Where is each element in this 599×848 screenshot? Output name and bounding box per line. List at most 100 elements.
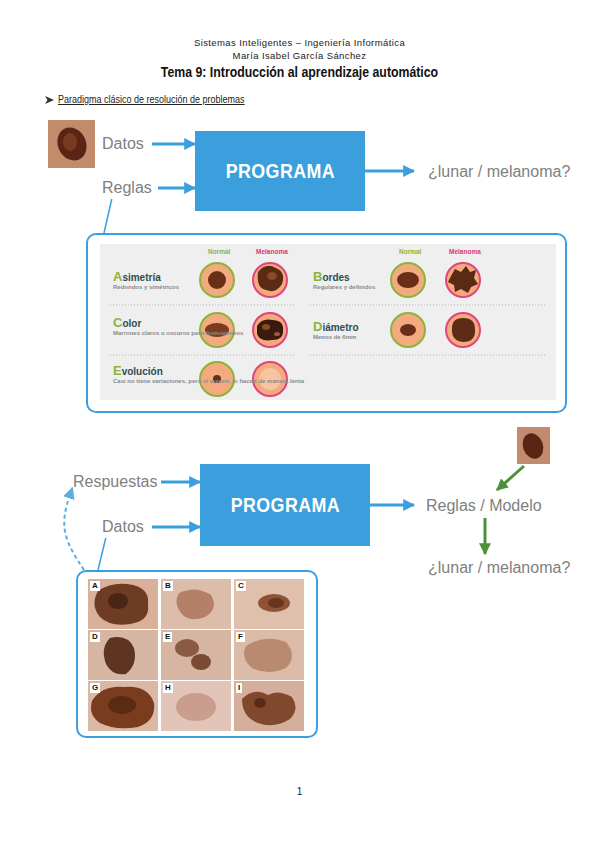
sample-circle (253, 313, 287, 347)
dermoscopy-image (161, 681, 231, 731)
page-title: Tema 9: Introducción al aprendizaje auto… (54, 63, 545, 80)
node-text: Reglas / Modelo (426, 497, 542, 515)
flow-arrow (152, 143, 195, 146)
image-tile: H (161, 681, 231, 731)
process-box: PROGRAMA (200, 464, 370, 546)
node-text: H (163, 683, 173, 693)
lesion (176, 693, 216, 721)
sample-circle (253, 362, 287, 396)
mole-spot (63, 133, 77, 151)
node-text: Normal (399, 248, 421, 255)
node-text: C (236, 581, 246, 591)
mole-spot (52, 123, 92, 166)
mole-spot (267, 272, 277, 280)
skin (88, 630, 158, 680)
mole-spot (259, 368, 281, 390)
mole-spot (448, 266, 478, 293)
mole-spot (397, 272, 419, 288)
skin (161, 579, 231, 629)
skin (234, 579, 304, 629)
node-text: Melanoma (256, 248, 288, 255)
criterion-item: ColorMarrones claros u oscuros pero homo… (113, 316, 201, 348)
node-text: Bordes (313, 270, 398, 284)
header-text: María Isabel García Sánchez (0, 50, 599, 61)
lesion (94, 584, 148, 625)
output-label: ¿lunar / melanoma? (428, 162, 578, 182)
node-text: Evolución (113, 364, 201, 378)
lesion (254, 698, 266, 708)
lesion (175, 639, 199, 657)
input-label: Respuestas (73, 472, 159, 492)
input-label: Datos (102, 134, 150, 154)
lesion (258, 594, 290, 612)
sample-circle (200, 263, 234, 297)
dermoscopy-image (234, 579, 304, 629)
sample-circle (391, 263, 425, 297)
node-text: Normal (208, 248, 230, 255)
mole-photo (517, 427, 550, 464)
sample-circle (200, 362, 234, 396)
mole-spot (213, 375, 221, 383)
node-text: Melanoma (449, 248, 481, 255)
mole-spot (257, 320, 283, 341)
node-text: Menos de 6mm (313, 334, 398, 341)
image-tile: B (161, 579, 231, 629)
lesion (104, 637, 135, 674)
mole-spot (262, 324, 270, 330)
node-text: ¿lunar / melanoma? (428, 163, 570, 181)
skin (234, 630, 304, 680)
lesion (108, 593, 128, 609)
input-label: Reglas (102, 178, 156, 198)
row-separator (110, 305, 296, 306)
image-tile: F (234, 630, 304, 680)
callout-box: Normal Melanoma Normal MelanomaAsimetríaRed… (86, 233, 567, 413)
mole-spot (258, 266, 283, 291)
image-tile: I (234, 681, 304, 731)
criterion-item: BordesRegulares y definidos (313, 270, 398, 296)
node-text: Respuestas (73, 473, 158, 491)
node-text: I (236, 683, 242, 693)
criterion-item: AsimetríaRedondos y simétricos (113, 270, 201, 296)
flow-arrow (104, 199, 112, 233)
output-label: ¿lunar / melanoma? (428, 558, 578, 578)
sample-circle (200, 313, 234, 347)
mole-spot (205, 323, 229, 337)
page-number: 1 (0, 786, 599, 797)
mole-photo (48, 120, 95, 168)
row-separator (310, 355, 546, 356)
dermoscopy-image (161, 630, 231, 680)
output-label: Reglas / Modelo (426, 496, 544, 516)
row-separator (110, 355, 296, 356)
skin (234, 681, 304, 731)
mole-spot (274, 332, 280, 336)
flow-arrow (370, 504, 414, 507)
node-text: Diámetro (313, 320, 398, 334)
flow-arrow (497, 466, 524, 490)
node-text: PROGRAMA (230, 493, 340, 517)
node-text: Reglas (102, 179, 152, 197)
lesion (242, 692, 296, 725)
flow-arrow (98, 538, 106, 570)
skin (161, 681, 231, 731)
row-separator (310, 305, 546, 306)
node-text: ¿lunar / melanoma? (428, 559, 570, 577)
input-label: Datos (102, 517, 150, 537)
sample-circle (391, 313, 425, 347)
node-text: Casi no tiene variaciones, pero si crece… (113, 378, 201, 385)
mole-spot (208, 271, 226, 289)
node-text: E (163, 632, 172, 642)
bullet-arrow (45, 96, 54, 104)
flow-arrow (365, 170, 414, 173)
skin (161, 630, 231, 680)
process-box: PROGRAMA (195, 131, 365, 211)
skin (88, 681, 158, 731)
lesion (108, 696, 136, 714)
mole-spot (519, 430, 547, 461)
header-text: Sistemas Inteligentes – Ingeniería Infor… (0, 37, 599, 48)
node-text: Datos (102, 518, 144, 536)
image-tile: G (88, 681, 158, 731)
lesion (268, 598, 284, 608)
sample-circle (253, 263, 287, 297)
